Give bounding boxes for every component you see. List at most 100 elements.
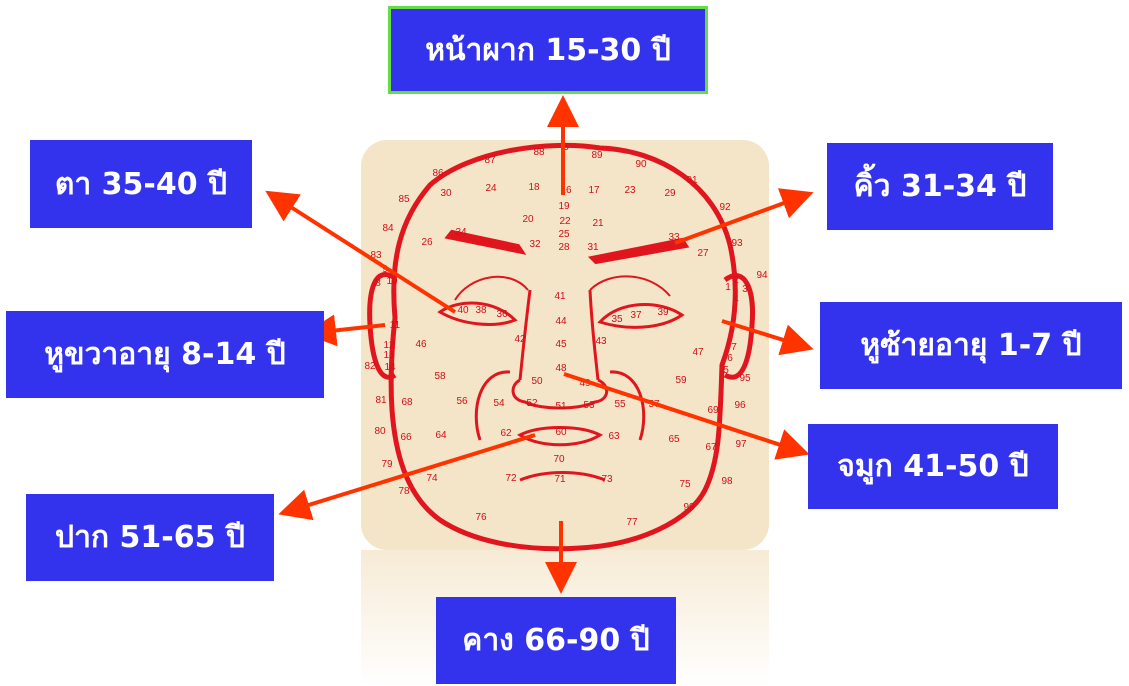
face-point-number: 40 <box>457 305 469 316</box>
face-point-number: 13 <box>383 350 395 361</box>
face-point-number: 83 <box>370 250 382 261</box>
face-point-number: 93 <box>731 238 743 249</box>
face-point-number: 69 <box>707 405 719 416</box>
face-point-number: 80 <box>374 426 386 437</box>
face-point-number: 75 <box>679 479 691 490</box>
face-point-number: 52 <box>526 398 538 409</box>
face-point-number: 38 <box>475 305 487 316</box>
label-left-ear: หูซ้ายอายุ 1-7 ปี <box>820 302 1122 389</box>
face-point-number: 71 <box>554 474 566 485</box>
face-point-number: 98 <box>721 476 733 487</box>
right-eye <box>437 301 518 326</box>
chin-curve <box>519 471 606 482</box>
face-point-number: 32 <box>529 239 541 250</box>
right-eyebrow <box>444 229 527 255</box>
face-point-number: 8 <box>375 278 381 289</box>
face-point-number: 34 <box>455 227 467 238</box>
face-point-number: 46 <box>415 339 427 350</box>
left-ear <box>723 273 756 380</box>
face-point-number: 28 <box>558 242 570 253</box>
face-point-number: 22 <box>559 216 571 227</box>
right-nasolabial <box>474 370 511 441</box>
face-point-number: 84 <box>382 223 394 234</box>
face-point-number: 58 <box>434 371 446 382</box>
face-point-number: 1 <box>725 282 731 293</box>
label-mouth: ปาก 51-65 ปี <box>26 494 274 581</box>
face-point-number: 44 <box>555 316 567 327</box>
face-point-number: 24 <box>485 183 497 194</box>
face-point-number: 81 <box>375 395 387 406</box>
face-point-number: 3 <box>742 284 748 295</box>
face-point-number: 36 <box>496 309 508 320</box>
face-point-number: 87 <box>484 155 496 166</box>
left-eyebrow <box>587 237 690 265</box>
face-point-number: 37 <box>630 310 642 321</box>
face-point-number: 23 <box>624 185 636 196</box>
face-point-number: 19 <box>558 201 570 212</box>
arrow-eyebrows <box>674 188 814 245</box>
face-point-number: 51 <box>555 401 567 412</box>
face-point-number: 31 <box>587 242 599 253</box>
face-point-number: 64 <box>435 430 447 441</box>
face-point-number: 25 <box>558 229 570 240</box>
face-point-number: 72 <box>505 473 517 484</box>
face-point-number: 29 <box>664 188 676 199</box>
left-eye <box>597 303 685 329</box>
face-point-number: 97 <box>735 439 747 450</box>
face-point-number: 92 <box>719 202 731 213</box>
face-point-number: 21 <box>592 218 604 229</box>
arrow-nose <box>563 372 810 460</box>
face-point-number: 11 <box>390 320 401 331</box>
face-point-number: 5 <box>563 142 569 153</box>
right-orbit <box>454 275 529 301</box>
face-point-number: 45 <box>555 339 567 350</box>
face-point-number: 50 <box>531 376 543 387</box>
face-point-number: 88 <box>533 147 545 158</box>
face-point-number: 6 <box>727 353 733 364</box>
face-point-number: 62 <box>500 428 512 439</box>
face-point-number: 14 <box>384 362 396 373</box>
face-point-number: 94 <box>756 270 768 281</box>
face-point-number: 95 <box>739 373 751 384</box>
face-point-number: 90 <box>635 159 647 170</box>
face-point-number: 5 <box>723 365 729 376</box>
face-point-number: 65 <box>668 434 680 445</box>
face-point-number: 27 <box>697 248 709 259</box>
face-point-number: 18 <box>528 182 540 193</box>
face-point-number: 99 <box>683 502 695 513</box>
face-point-number: 96 <box>734 400 746 411</box>
face-point-number: 7 <box>731 342 737 353</box>
face-point-number: 4 <box>733 294 739 305</box>
face-point-number: 17 <box>588 185 600 196</box>
label-right-ear: หูขวาอายุ 8-14 ปี <box>6 311 324 398</box>
nose-outline <box>511 289 609 410</box>
face-point-number: 10 <box>386 276 398 287</box>
face-point-number: 42 <box>514 334 526 345</box>
face-point-number: 49 <box>579 378 591 389</box>
face-point-number: 77 <box>626 517 638 528</box>
face-point-number: 56 <box>456 396 468 407</box>
face-point-number: 47 <box>692 347 704 358</box>
face-point-number: 55 <box>614 399 626 410</box>
left-orbit <box>589 275 671 297</box>
face-point-number: 85 <box>398 194 410 205</box>
arrow-eyes <box>265 190 457 314</box>
face-point-number: 26 <box>421 237 433 248</box>
arrow-right-ear <box>304 314 386 347</box>
label-eyebrows: คิ้ว 31-34 ปี <box>827 143 1053 230</box>
face-outline <box>388 142 738 552</box>
face-point-number: 70 <box>553 454 565 465</box>
face-point-number: 60 <box>555 427 567 438</box>
face-point-number: 68 <box>401 397 413 408</box>
label-chin: คาง 66-90 ปี <box>436 597 676 684</box>
face-point-number: 35 <box>611 314 623 325</box>
face-point-number: 53 <box>583 400 595 411</box>
face-point-number: 41 <box>554 291 566 302</box>
arrow-left-ear <box>721 319 814 356</box>
face-point-number: 76 <box>475 512 487 523</box>
face-point-number: 82 <box>364 361 376 372</box>
face-point-number: 66 <box>400 432 412 443</box>
label-eyes: ตา 35-40 ปี <box>30 140 252 228</box>
face-point-number: 59 <box>675 375 687 386</box>
